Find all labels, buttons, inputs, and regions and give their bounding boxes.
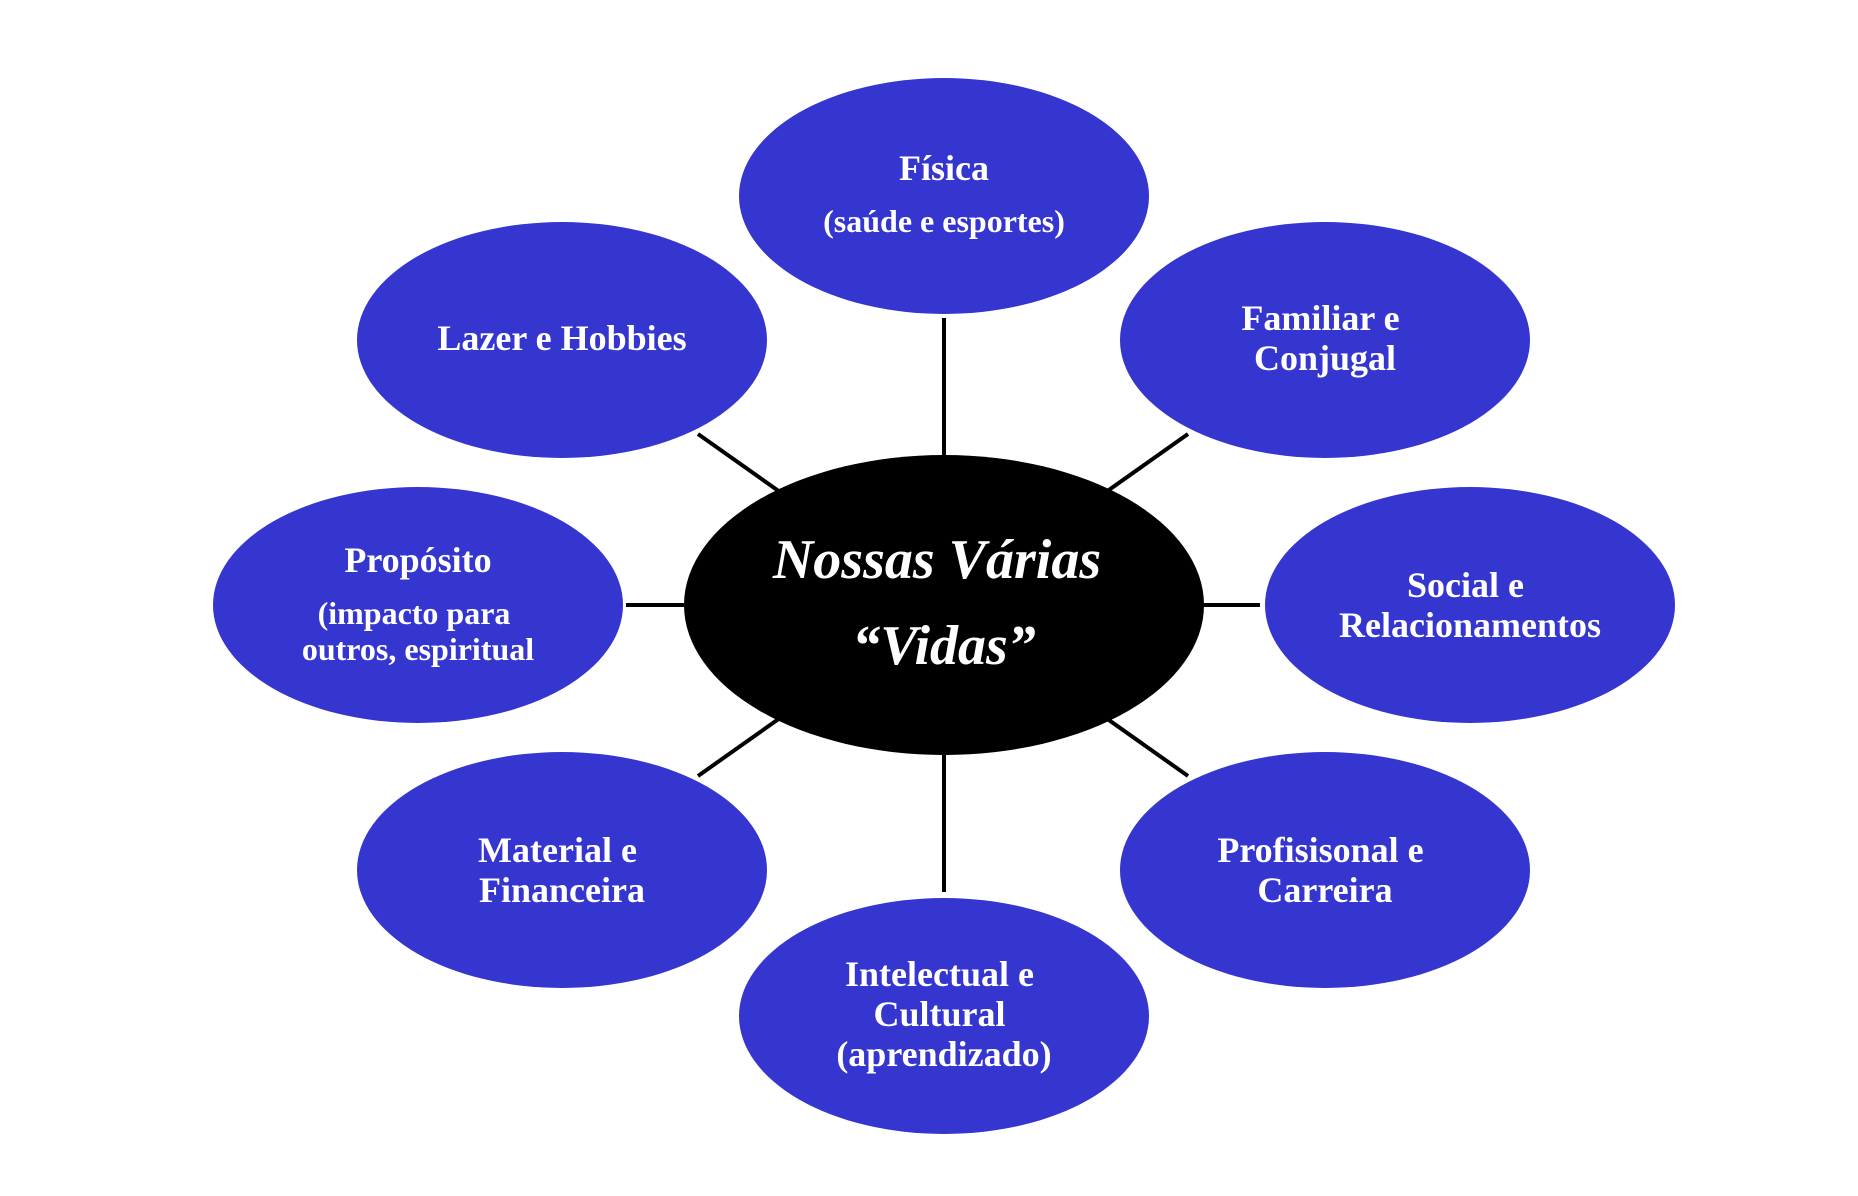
svg-text:Familiar e Conjugal: Familiar e Conjugal <box>1241 298 1408 378</box>
svg-text:Material e Financeira: Material e Financeira <box>478 830 646 910</box>
node-fisica-title: Física <box>899 148 989 188</box>
node-social: Social e Relacionamentos <box>1265 487 1675 723</box>
node-fisica-subtitle: (saúde e esportes) <box>823 203 1065 239</box>
node-lazer-shape <box>357 222 767 458</box>
node-intelectual: Intelectual e Cultural (aprendizado) <box>739 898 1149 1134</box>
center-title-line-2: “Vidas” <box>852 615 1036 677</box>
center-title-line-1: Nossas Várias <box>772 529 1101 591</box>
node-proposito-line-3: outros, espiritual <box>302 631 534 667</box>
node-intelectual-line-1: Intelectual e <box>845 954 1034 994</box>
node-profissional: Profisisonal e Carreira <box>1120 752 1530 988</box>
node-material-shape <box>357 752 767 988</box>
center-node: Nossas Várias “Vidas” <box>684 455 1204 755</box>
node-familiar: Familiar e Conjugal <box>1120 222 1530 458</box>
node-familiar-shape <box>1120 222 1530 458</box>
svg-text:Social e Relacionamentos: Social e Relacionamentos <box>1339 565 1601 645</box>
svg-text:Propósito: Propósito <box>344 540 491 580</box>
node-proposito: Propósito (impacto para outros, espiritu… <box>213 487 623 723</box>
node-proposito-shape <box>213 487 623 723</box>
svg-text:Profisisonal e Carreira: Profisisonal e Carreira <box>1217 830 1432 910</box>
node-fisica: Física (saúde e esportes) <box>739 78 1149 314</box>
svg-text:Intelectual e Cultural: Intelectual e Cultural (aprendizado) <box>836 954 1051 1074</box>
node-intelectual-line-2: Cultural <box>873 994 1005 1034</box>
node-intelectual-shape <box>739 898 1149 1134</box>
svg-text:(saúde e esportes): (saúde e esportes) <box>823 203 1065 239</box>
node-lazer-line-1: Lazer e Hobbies <box>437 318 686 358</box>
svg-text:Nossas Várias “Vidas”: Nossas Várias “Vidas” <box>772 529 1115 677</box>
center-node-shape <box>684 455 1204 755</box>
node-fisica-shape <box>739 78 1149 314</box>
connectors <box>626 318 1260 892</box>
node-proposito-line-2: (impacto para <box>318 595 511 631</box>
svg-text:Física: Física <box>899 148 989 188</box>
node-material-line-1: Material e <box>478 830 637 870</box>
connector-lazer <box>696 432 782 494</box>
node-profissional-shape <box>1120 752 1530 988</box>
node-profissional-line-1: Profisisonal e <box>1217 830 1423 870</box>
svg-text:Lazer e Hobbies: Lazer e Hobbies <box>437 318 686 358</box>
node-familiar-line-1: Familiar e <box>1241 298 1399 338</box>
node-material-line-2: Financeira <box>479 870 645 910</box>
connector-profissional <box>1104 716 1190 778</box>
node-social-shape <box>1265 487 1675 723</box>
node-proposito-title: Propósito <box>344 540 491 580</box>
node-profissional-line-2: Carreira <box>1257 870 1392 910</box>
svg-text:(impacto para outros, es: (impacto para outros, espiritual <box>302 595 534 667</box>
node-social-line-1: Social e <box>1407 565 1524 605</box>
node-familiar-line-2: Conjugal <box>1254 338 1396 378</box>
node-material: Material e Financeira <box>357 752 767 988</box>
node-lazer: Lazer e Hobbies <box>357 222 767 458</box>
connector-material <box>696 716 782 778</box>
node-intelectual-line-3: (aprendizado) <box>836 1034 1051 1074</box>
node-social-line-2: Relacionamentos <box>1339 605 1601 645</box>
connector-familiar <box>1104 432 1190 494</box>
